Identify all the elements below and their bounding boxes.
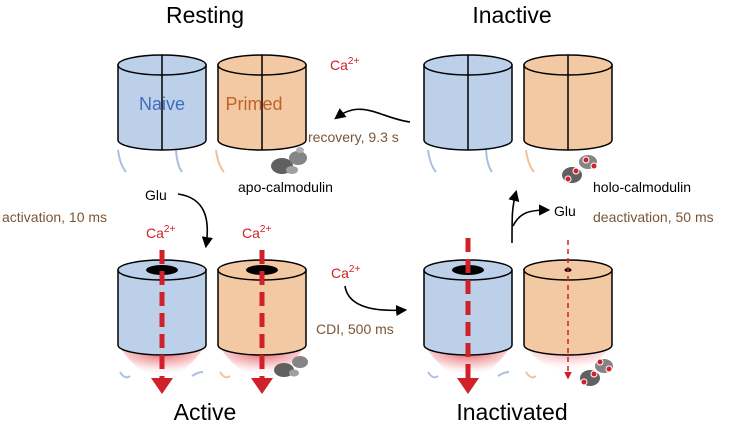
- activation-label: activation, 10 ms: [2, 209, 107, 225]
- holo-calmodulin-icon: [562, 155, 598, 183]
- inactive-primed-channel: [523, 54, 613, 173]
- glu-label-deactivation: Glu: [554, 203, 576, 219]
- state-title-inactivated: Inactivated: [456, 399, 567, 425]
- active-naive-ca-label: Ca2+: [146, 224, 175, 241]
- state-title-resting: Resting: [166, 2, 244, 28]
- cdi-ca-label: Ca2+: [331, 264, 360, 281]
- apo-calmodulin-label: apo-calmodulin: [238, 179, 333, 195]
- recovery-label: recovery, 9.3 s: [308, 129, 399, 145]
- inactive-naive-channel: [423, 54, 513, 173]
- state-title-inactive: Inactive: [472, 2, 551, 28]
- glu-label-activation: Glu: [145, 187, 167, 203]
- inactivated-holo-calmodulin-icon: [580, 358, 613, 386]
- holo-calmodulin-label: holo-calmodulin: [593, 179, 691, 195]
- inactivated-primed-channel: [523, 240, 613, 380]
- primed-label: Primed: [225, 94, 282, 114]
- naive-label: Naive: [139, 94, 185, 114]
- active-primed-ca-label: Ca2+: [242, 224, 271, 241]
- state-title-active: Active: [174, 399, 237, 425]
- apo-calmodulin-icon: [271, 147, 307, 174]
- cdi-label: CDI, 500 ms: [316, 321, 394, 337]
- active-apo-calmodulin-icon: [274, 356, 308, 377]
- active-naive-channel: [117, 250, 207, 394]
- cdi-arrow: [344, 285, 408, 317]
- glu-release-arrow: [512, 204, 551, 227]
- activation-arrow: [177, 193, 213, 249]
- deactivation-arrow: [508, 189, 520, 244]
- resting-primed-channel: Primed: [215, 54, 307, 173]
- recovery-arrow: [334, 108, 411, 123]
- resting-naive-channel: Naive: [117, 54, 207, 173]
- inactivated-naive-channel: [423, 238, 513, 394]
- recovery-ca-label: Ca2+: [330, 56, 359, 73]
- deactivation-label: deactivation, 50 ms: [593, 209, 714, 225]
